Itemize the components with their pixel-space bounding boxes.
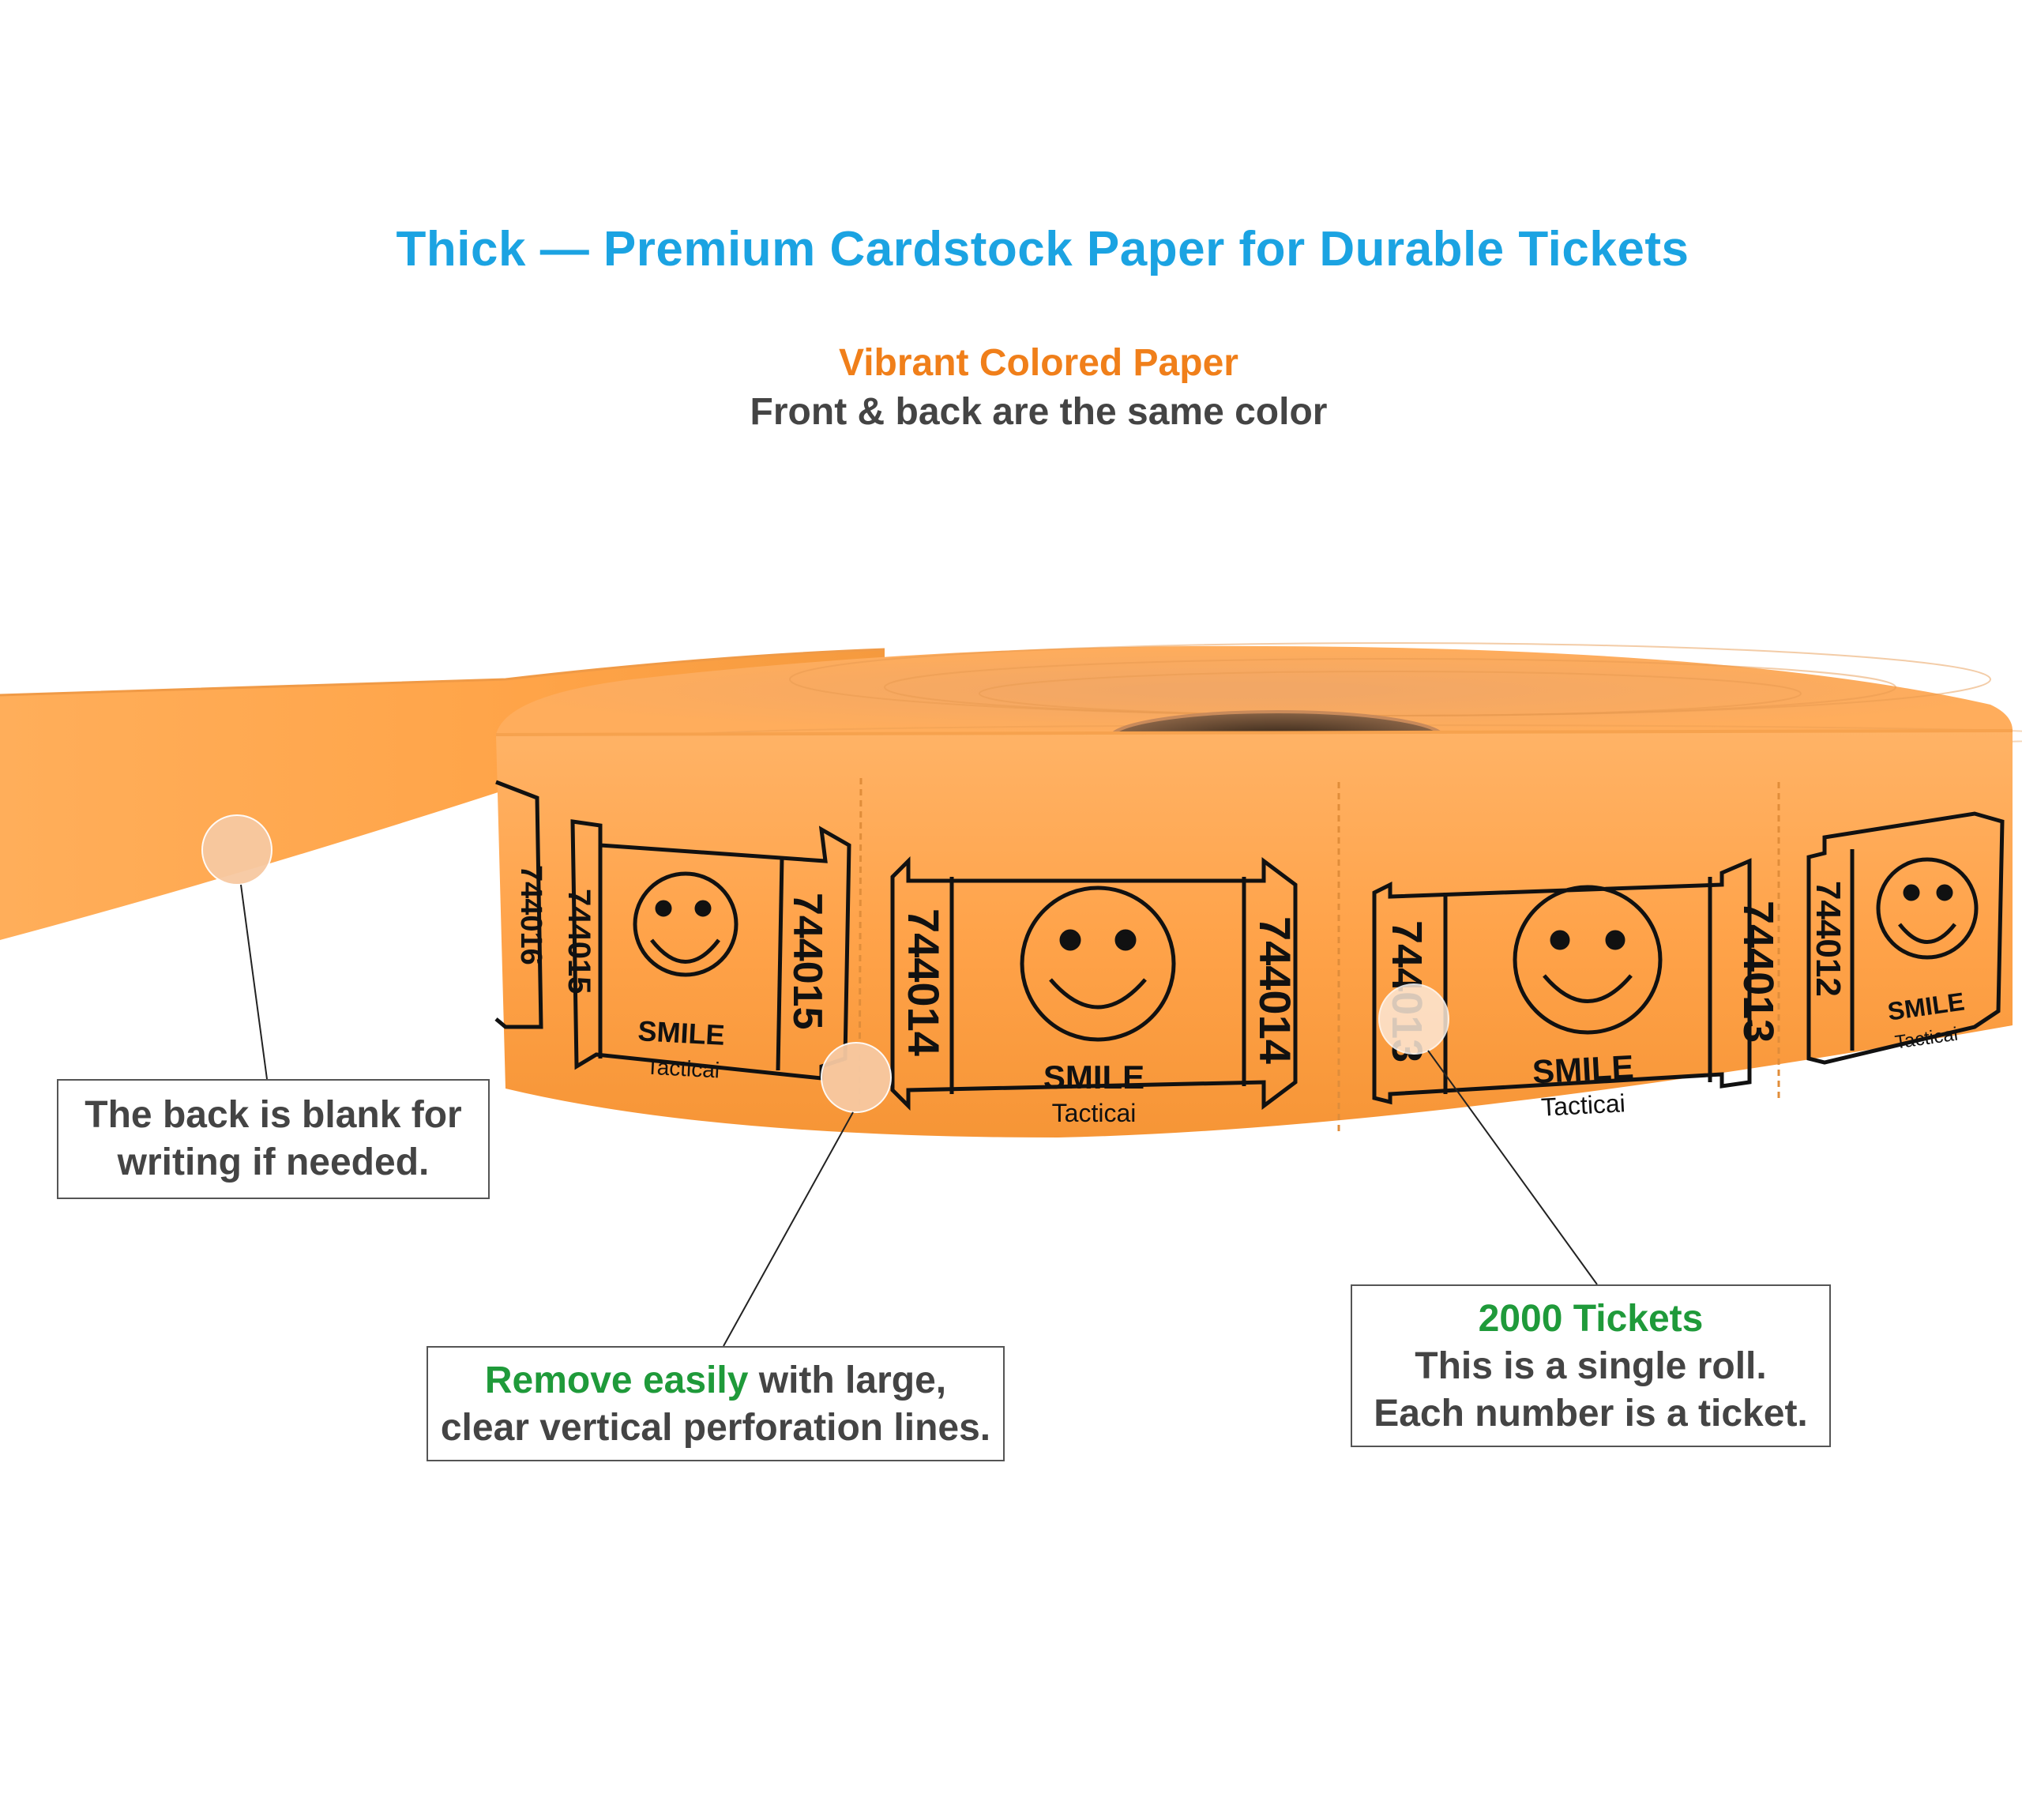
ticket-brand-744015: SMILE xyxy=(637,1014,726,1051)
callout-count-line2: This is a single roll. xyxy=(1415,1345,1767,1387)
ticket-brand-744014: SMILE xyxy=(1043,1059,1144,1096)
ticket-number-744014-left: 744014 xyxy=(899,908,949,1056)
callout-blank-back-line1: The back is blank for xyxy=(85,1094,462,1136)
marker-back xyxy=(201,814,272,886)
page-title: Thick — Premium Cardstock Paper for Dura… xyxy=(396,222,1689,276)
ticket-maker-744015: Tacticai xyxy=(645,1055,720,1083)
ticket-number-744012: 744012 xyxy=(1809,881,1847,997)
marker-perforation xyxy=(821,1042,892,1113)
ticket-744015 xyxy=(570,819,851,1081)
callout-blank-back-line2: writing if needed. xyxy=(117,1141,430,1183)
ticket-number-744014-right: 744014 xyxy=(1250,916,1300,1064)
subheading-accent: Vibrant Colored Paper xyxy=(839,342,1238,384)
callout-blank-back: The back is blank for writing if needed. xyxy=(57,1079,490,1199)
callout-markers xyxy=(201,814,1598,1347)
callout-remove-line2: clear vertical perforation lines. xyxy=(440,1407,991,1449)
callout-count-line3: Each number is a ticket. xyxy=(1374,1393,1808,1435)
subheading-text: Front & back are the same color xyxy=(750,391,1328,433)
ticket-number-744015-left: 744015 xyxy=(562,889,596,994)
callout-remove-highlight: Remove easily xyxy=(484,1359,749,1401)
callout-remove-line1-rest: with large, xyxy=(748,1359,947,1401)
ticket-744013 xyxy=(1372,858,1752,1105)
ticket-744016 xyxy=(494,780,543,1029)
callout-remove-easily: Remove easily with large, clear vertical… xyxy=(427,1346,1005,1461)
marker-ticket-count xyxy=(1378,983,1449,1055)
callout-ticket-count: 2000 Tickets This is a single roll. Each… xyxy=(1351,1284,1831,1447)
ticket-maker-744014: Tacticai xyxy=(1052,1099,1137,1127)
ticket-number-744013-right: 744013 xyxy=(1734,901,1782,1043)
ticket-number-744015-right: 744015 xyxy=(784,893,830,1030)
callout-count-highlight: 2000 Tickets xyxy=(1478,1298,1704,1340)
ticket-maker-744013: Tacticai xyxy=(1540,1089,1625,1122)
ticket-brand-744013: SMILE xyxy=(1532,1048,1635,1091)
ticket-number-744016: 744016 xyxy=(514,865,547,965)
ticket-744014 xyxy=(890,855,1298,1111)
ticket-744012 xyxy=(1806,811,2005,1065)
